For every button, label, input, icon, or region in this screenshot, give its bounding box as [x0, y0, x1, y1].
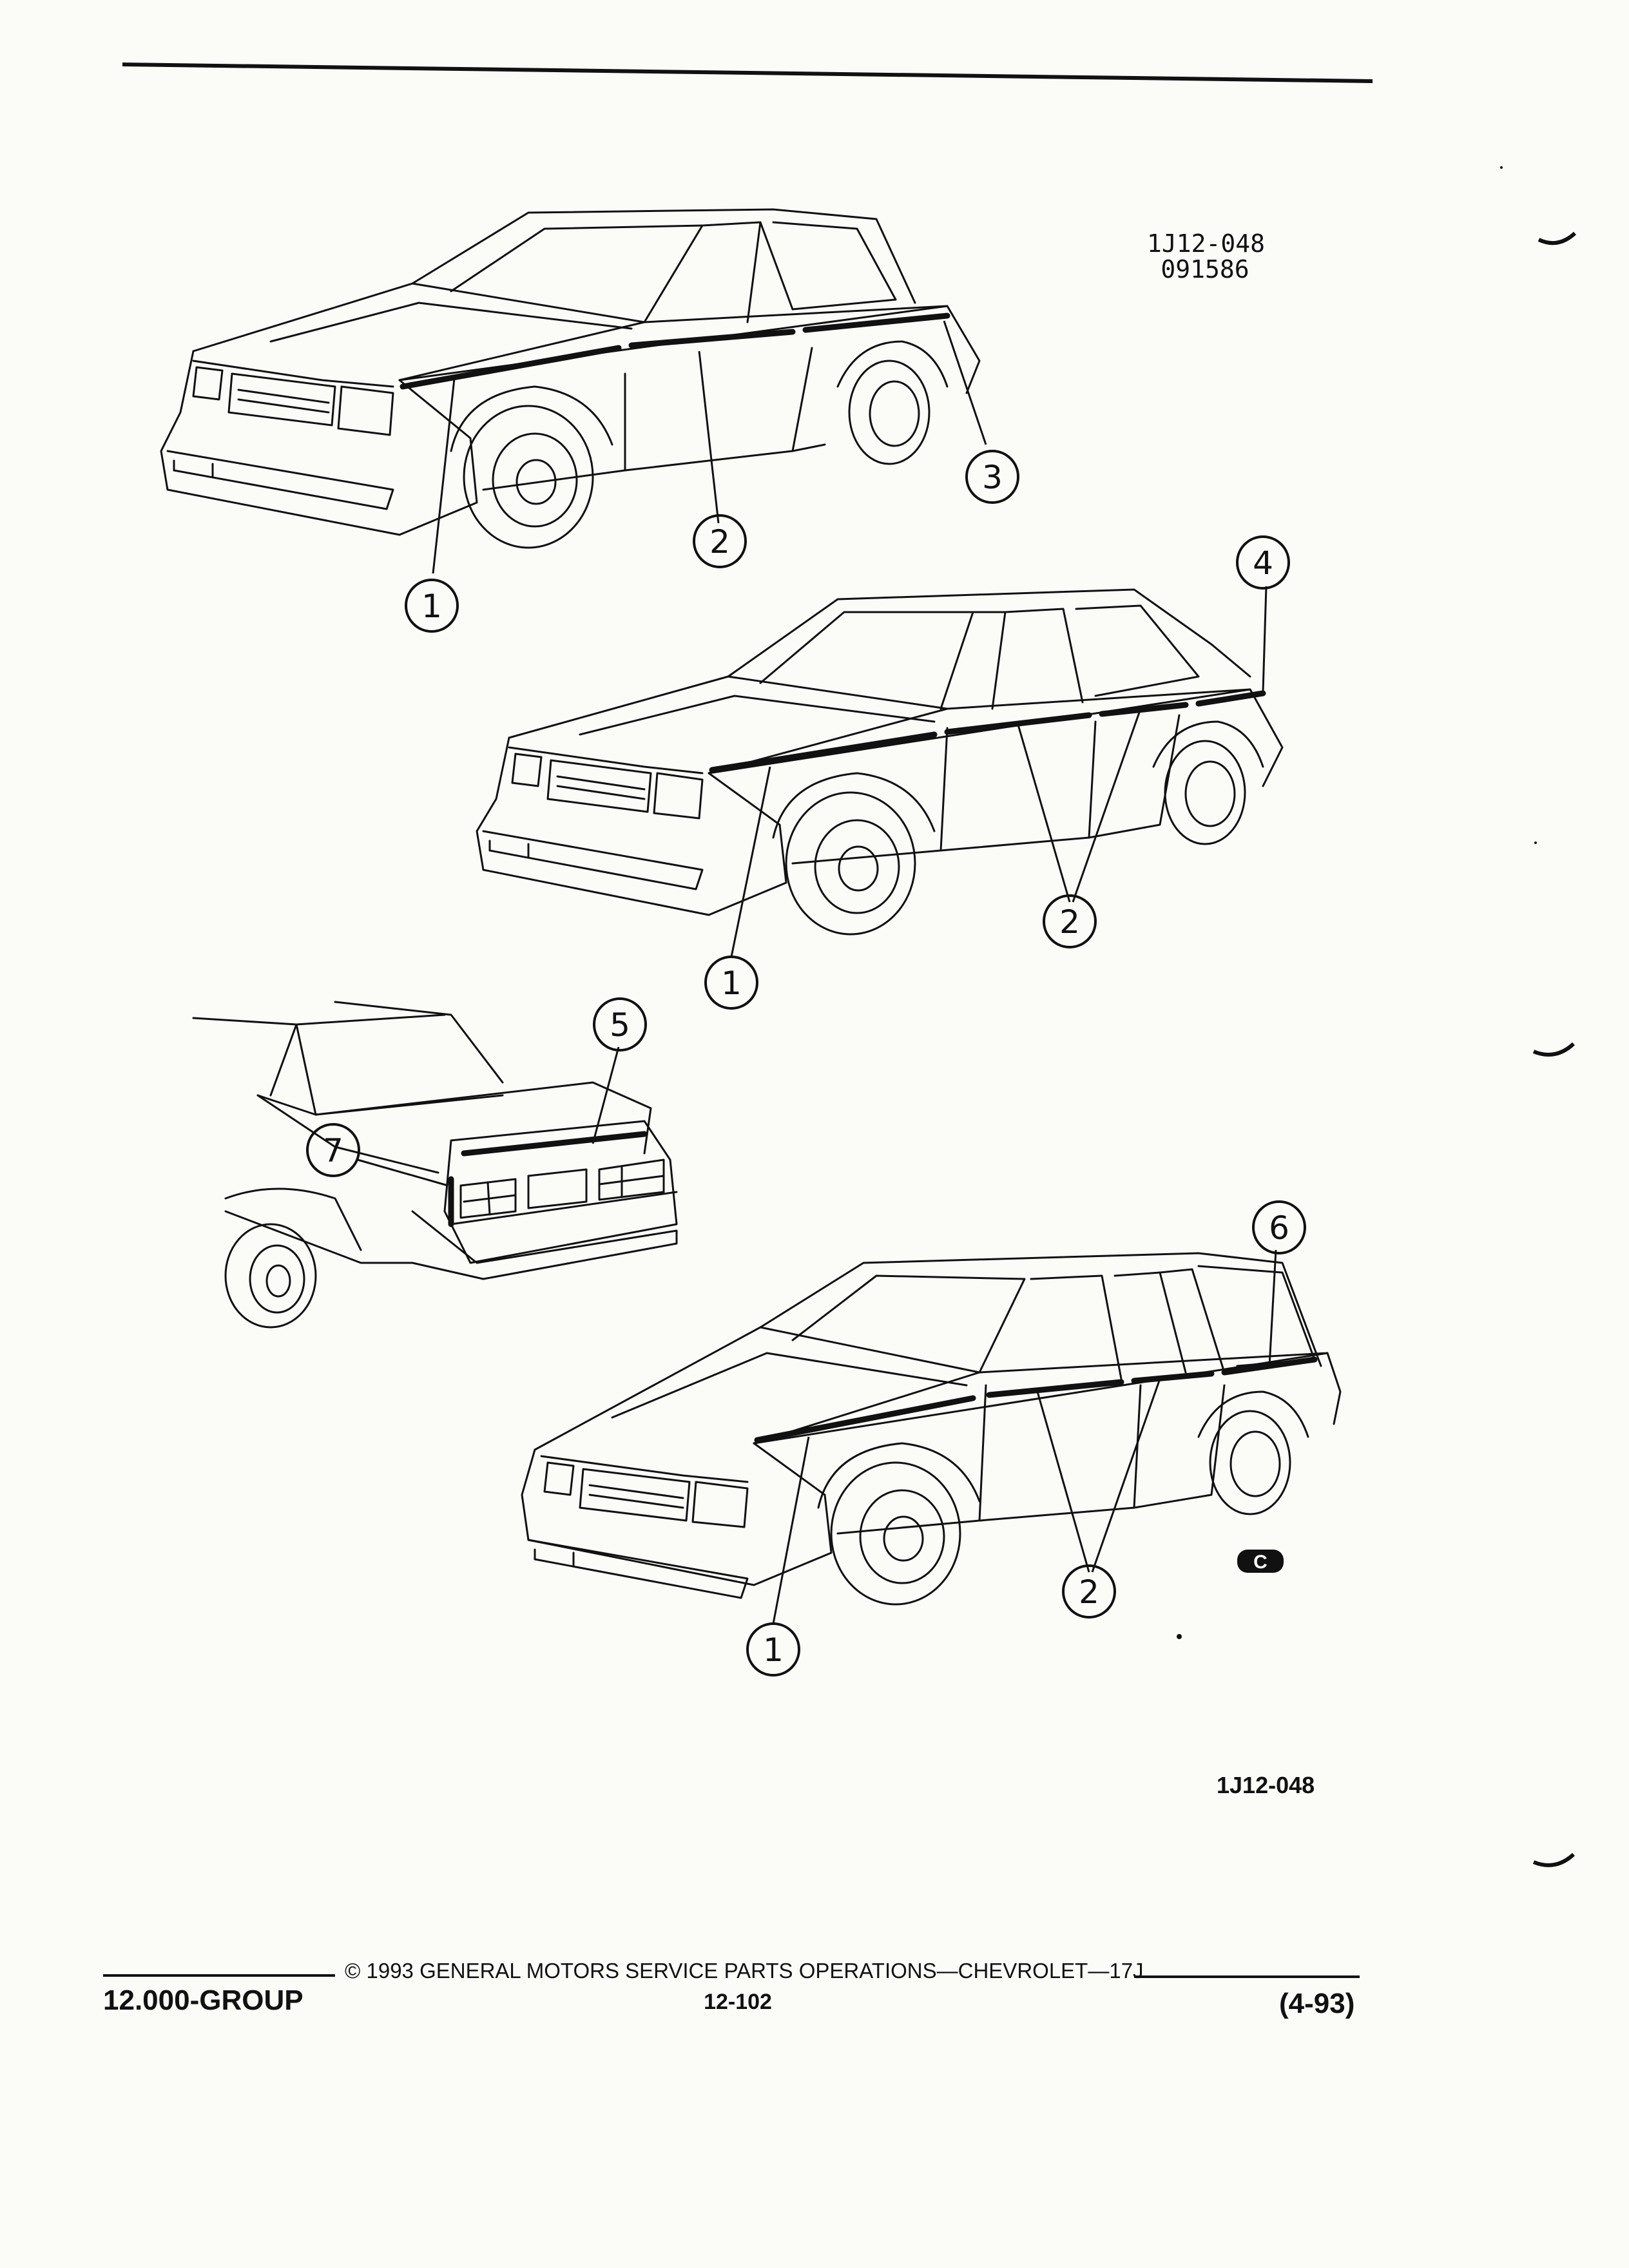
- callout-group-sedan: 4 2 1: [704, 535, 1290, 1010]
- coupe-leaders: [432, 320, 987, 574]
- binder-marks: [1532, 231, 1577, 1867]
- logo-letter: C: [1253, 1552, 1268, 1573]
- footer-page-number: 12-102: [704, 1990, 772, 2014]
- figure-code-bottom: 1J12-048: [1217, 1772, 1315, 1798]
- callout-wagon-6: 6: [1269, 1209, 1289, 1247]
- footer-group-label: 12.000-GROUP: [103, 1984, 304, 2016]
- scan-specks: [1177, 166, 1537, 1639]
- chevrolet-logo-icon: C: [1237, 1550, 1284, 1573]
- callout-rear-7: 7: [323, 1132, 343, 1169]
- callout-group-coupe: 1 2 3: [405, 450, 1019, 633]
- wagon-moldings: [754, 1356, 1318, 1443]
- callout-coupe-3: 3: [982, 459, 1003, 496]
- callout-wagon-2: 2: [1079, 1573, 1099, 1611]
- figure-code-top: 1J12-048 091586: [1147, 229, 1266, 284]
- callout-group-rear: 5 7: [306, 997, 647, 1177]
- callout-sedan-2: 2: [1059, 903, 1080, 941]
- rear-leaders: [357, 1046, 620, 1187]
- wagon-drawing: [521, 1252, 1342, 1606]
- wagon-leaders: [772, 1249, 1277, 1624]
- callout-group-wagon: 6 2 1: [746, 1200, 1306, 1677]
- footer-copyright: © 1993 GENERAL MOTORS SERVICE PARTS OPER…: [345, 1959, 1144, 1983]
- footer-revision-date: (4-93): [1279, 1988, 1355, 2019]
- sedan-moldings: [709, 690, 1266, 773]
- callout-sedan-4: 4: [1253, 544, 1273, 582]
- callout-rear-5: 5: [610, 1006, 630, 1044]
- callout-sedan-1: 1: [721, 965, 742, 1002]
- callout-wagon-1: 1: [763, 1631, 784, 1669]
- coupe-drawing: [160, 208, 981, 549]
- rear-moldings: [448, 1131, 648, 1227]
- figure-code-line1: 1J12-048: [1147, 229, 1266, 258]
- figure-code-line2: 091586: [1161, 255, 1249, 284]
- callout-coupe-1: 1: [421, 588, 442, 625]
- sedan-drawing: [476, 588, 1284, 936]
- coupe-moldings: [400, 312, 950, 390]
- callout-coupe-2: 2: [709, 523, 730, 561]
- rear-view-drawing: [192, 1001, 678, 1329]
- sedan-leaders: [730, 586, 1268, 957]
- top-rule: [122, 62, 1373, 83]
